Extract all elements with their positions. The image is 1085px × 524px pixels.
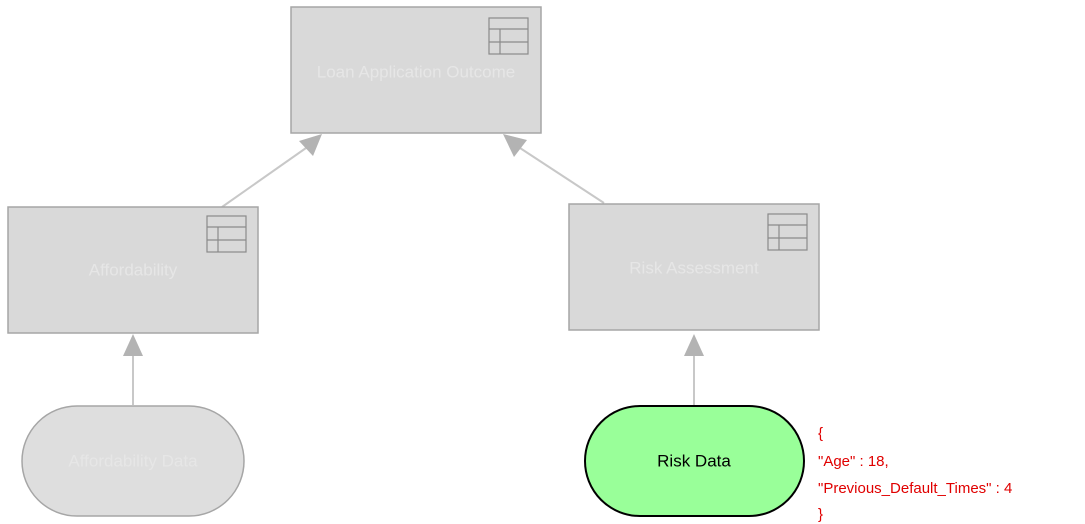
annotation-line-1: {: [818, 425, 823, 442]
input-node-risk-data[interactable]: Risk Data: [584, 405, 805, 517]
decision-label-affordability: Affordability: [89, 260, 178, 279]
annotation-line-4: }: [818, 506, 823, 523]
input-value-annotation: { "Age" : 18, "Previous_Default_Times" :…: [818, 425, 1012, 523]
decision-table-icon: [488, 17, 529, 55]
arrowhead-risk-data: [684, 334, 704, 356]
decision-label-top: Loan Application Outcome: [317, 62, 515, 81]
decision-table-icon: [206, 215, 247, 253]
decision-node-top[interactable]: Loan Application Outcome: [290, 6, 542, 134]
input-label-risk-data: Risk Data: [657, 451, 731, 470]
arrowhead-affordability-to-top: [299, 134, 322, 156]
decision-node-affordability[interactable]: Affordability: [7, 206, 259, 334]
arrowhead-risk-to-top: [503, 134, 527, 157]
decision-label-risk-assessment: Risk Assessment: [629, 258, 759, 277]
input-label-affordability-data: Affordability Data: [68, 451, 198, 470]
annotation-line-2: "Age" : 18,: [818, 453, 889, 470]
edge-risk-to-top: [519, 147, 605, 204]
arrowhead-affordability-data: [123, 334, 143, 356]
input-node-affordability-data[interactable]: Affordability Data: [21, 405, 245, 517]
annotation-line-3: "Previous_Default_Times" : 4: [818, 480, 1012, 497]
decision-node-risk-assessment[interactable]: Risk Assessment: [568, 203, 820, 331]
decision-table-icon: [767, 213, 808, 251]
edge-affordability-to-top: [221, 147, 307, 208]
